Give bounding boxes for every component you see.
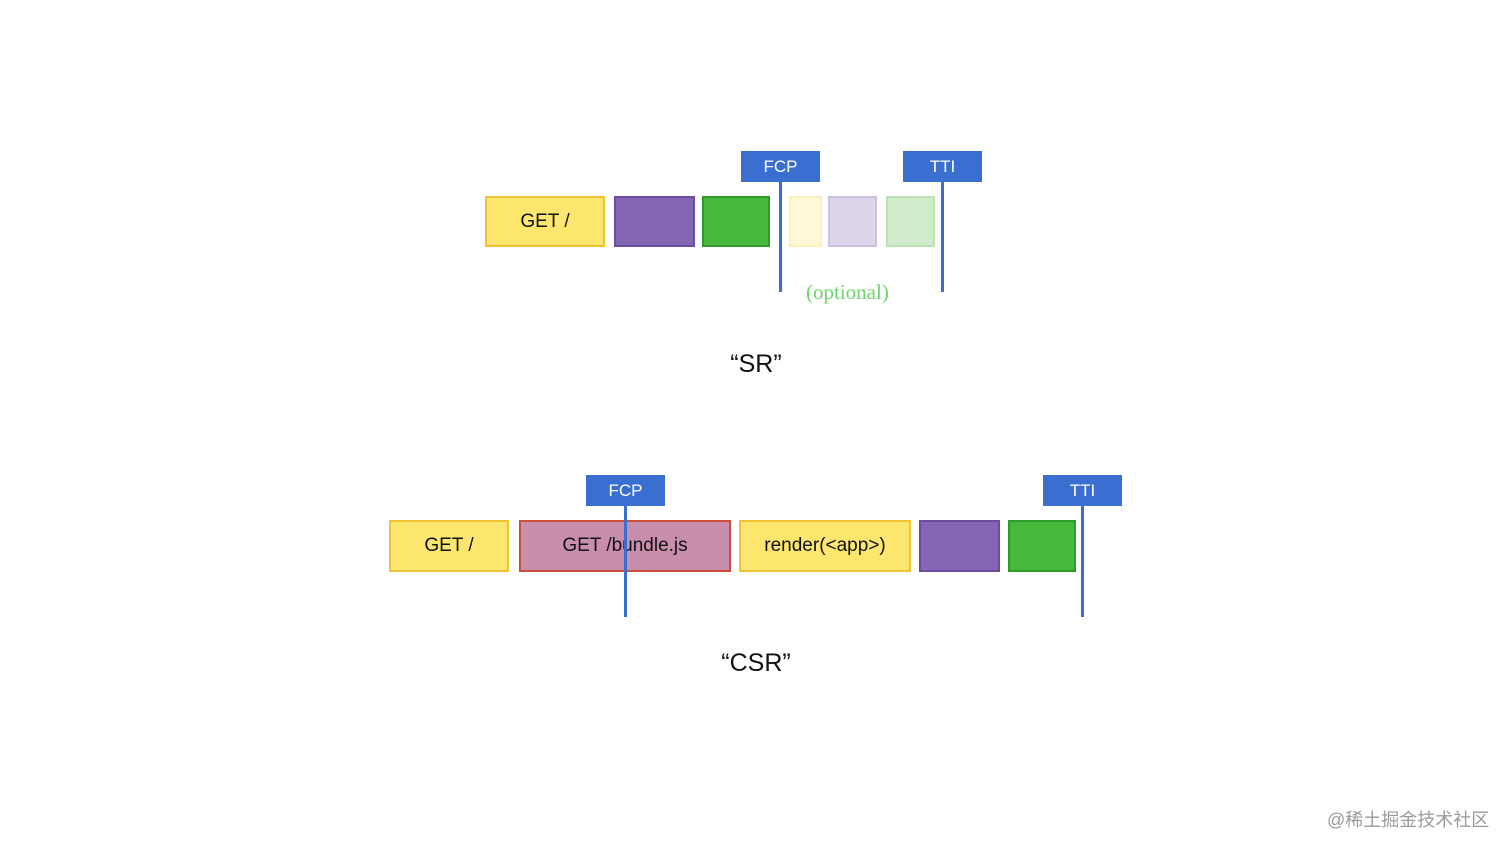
csr-get-request-block: GET / <box>389 520 509 572</box>
sr-get-request-label: GET / <box>520 210 570 232</box>
sr-fcp-marker: FCP <box>741 151 820 182</box>
sr-optional-note: (optional) <box>806 280 889 304</box>
sr-script-block <box>614 196 695 247</box>
csr-paint-block <box>1008 520 1076 572</box>
csr-fcp-marker: FCP <box>586 475 665 506</box>
watermark: @稀土掘金技术社区 <box>1327 810 1490 830</box>
sr-fcp-label: FCP <box>763 156 798 176</box>
sr-optional-paint-block <box>886 196 935 247</box>
sr-get-request-block: GET / <box>485 196 605 247</box>
sr-optional-script-block <box>828 196 877 247</box>
sr-fcp-marker-line <box>779 180 782 292</box>
sr-tti-marker-line <box>941 180 944 292</box>
sr-tti-label: TTI <box>929 156 956 176</box>
csr-render-label: render(<app>) <box>764 535 886 556</box>
sr-optional-request-block <box>789 196 822 247</box>
sr-caption: “SR” <box>730 350 782 378</box>
csr-tti-label: TTI <box>1069 480 1096 500</box>
csr-fcp-marker-line <box>624 504 627 617</box>
sr-paint-block <box>702 196 770 247</box>
sr-tti-marker: TTI <box>903 151 982 182</box>
csr-caption: “CSR” <box>721 649 791 677</box>
csr-script-block <box>919 520 1000 572</box>
csr-tti-marker: TTI <box>1043 475 1122 506</box>
csr-get-request-label: GET / <box>424 535 474 556</box>
csr-fcp-label: FCP <box>608 480 643 500</box>
csr-render-block: render(<app>) <box>739 520 911 572</box>
csr-tti-marker-line <box>1081 504 1084 617</box>
